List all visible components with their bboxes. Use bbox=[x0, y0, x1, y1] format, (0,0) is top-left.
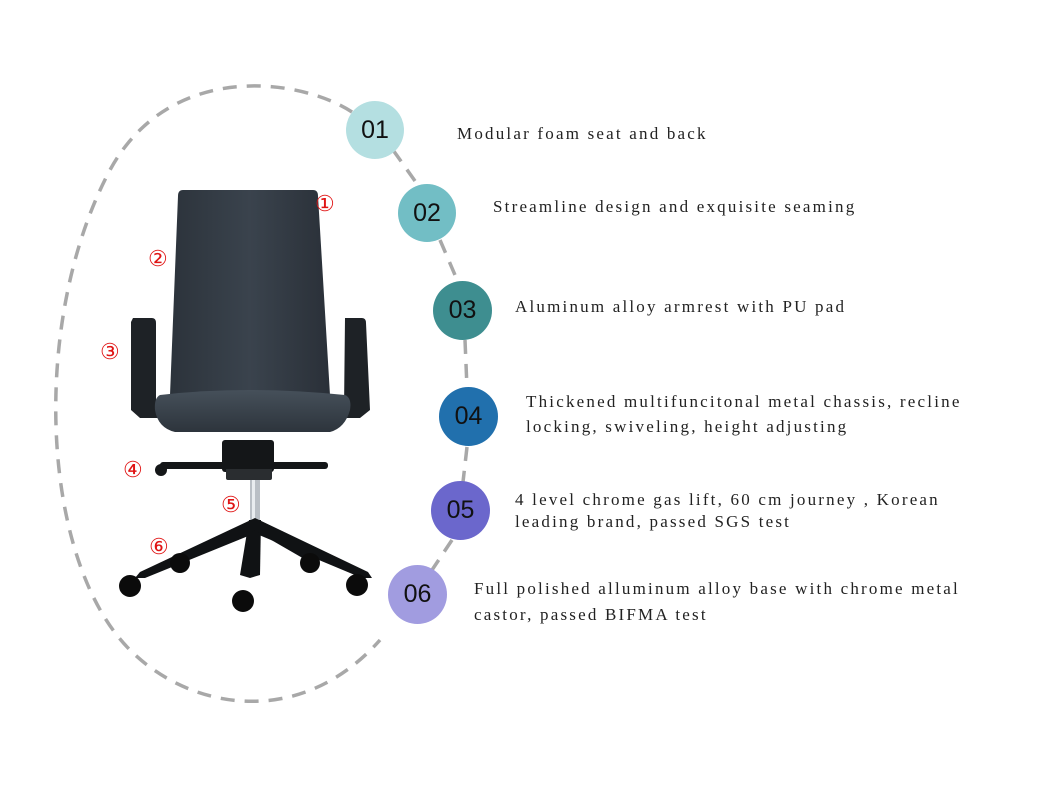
feature-text-04: Thickened multifuncitonal metal chassis,… bbox=[526, 389, 962, 439]
feature-badge-05: 05 bbox=[431, 481, 490, 540]
feature-text-06: Full polished alluminum alloy base with … bbox=[474, 576, 960, 628]
feature-badge-02: 02 bbox=[398, 184, 456, 242]
feature-line: 4 level chrome gas lift, 60 cm journey ,… bbox=[515, 490, 940, 509]
feature-line: Aluminum alloy armrest with PU pad bbox=[515, 297, 847, 316]
feature-line: Modular foam seat and back bbox=[457, 124, 708, 143]
callout-marker-2: ② bbox=[148, 246, 168, 271]
feature-badge-04: 04 bbox=[439, 387, 498, 446]
callout-marker-3: ③ bbox=[100, 339, 120, 364]
callout-marker-5: ⑤ bbox=[221, 492, 241, 517]
feature-text-03: Aluminum alloy armrest with PU pad bbox=[515, 294, 846, 319]
feature-line: castor, passed BIFMA test bbox=[474, 605, 708, 624]
feature-text-01: Modular foam seat and back bbox=[457, 121, 708, 146]
feature-badge-06: 06 bbox=[388, 565, 447, 624]
feature-text-02: Streamline design and exquisite seaming bbox=[493, 194, 856, 219]
feature-badge-01: 01 bbox=[346, 101, 404, 159]
feature-line: Full polished alluminum alloy base with … bbox=[474, 579, 960, 598]
feature-line: leading brand, passed SGS test bbox=[515, 512, 792, 531]
feature-line: Thickened multifuncitonal metal chassis,… bbox=[526, 392, 962, 411]
feature-text-05: 4 level chrome gas lift, 60 cm journey ,… bbox=[515, 489, 940, 533]
callout-marker-1: ① bbox=[315, 191, 335, 216]
feature-badge-03: 03 bbox=[433, 281, 492, 340]
callout-marker-4: ④ bbox=[123, 457, 143, 482]
feature-line: locking, swiveling, height adjusting bbox=[526, 417, 849, 436]
feature-line: Streamline design and exquisite seaming bbox=[493, 197, 857, 216]
callout-marker-6: ⑥ bbox=[149, 534, 169, 559]
